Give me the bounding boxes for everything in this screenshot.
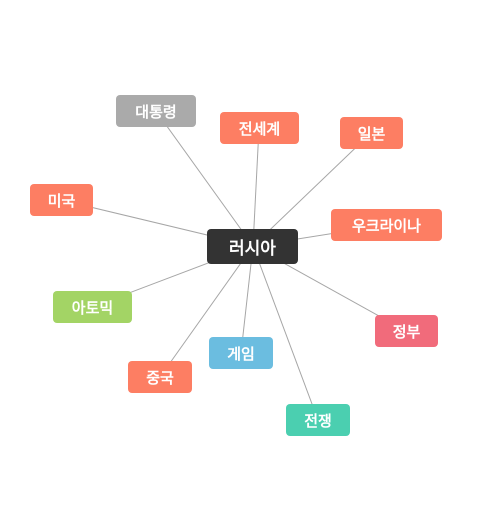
node-russia-center[interactable]: 러시아 (207, 229, 298, 264)
node-ukraine[interactable]: 우크라이나 (331, 209, 442, 241)
node-game[interactable]: 게임 (209, 337, 273, 369)
edge-president (155, 110, 254, 247)
node-government[interactable]: 정부 (375, 315, 438, 347)
node-atomic[interactable]: 아토믹 (53, 291, 132, 323)
node-japan[interactable]: 일본 (340, 117, 403, 149)
node-usa[interactable]: 미국 (30, 184, 93, 216)
edge-war (252, 245, 319, 421)
edge-japan (252, 132, 372, 247)
node-whole-world[interactable]: 전세계 (220, 112, 299, 144)
node-war[interactable]: 전쟁 (286, 404, 350, 436)
edge-china (159, 245, 254, 378)
node-china[interactable]: 중국 (128, 361, 192, 393)
edge-whole-world (252, 127, 260, 247)
node-president[interactable]: 대통령 (116, 95, 196, 127)
